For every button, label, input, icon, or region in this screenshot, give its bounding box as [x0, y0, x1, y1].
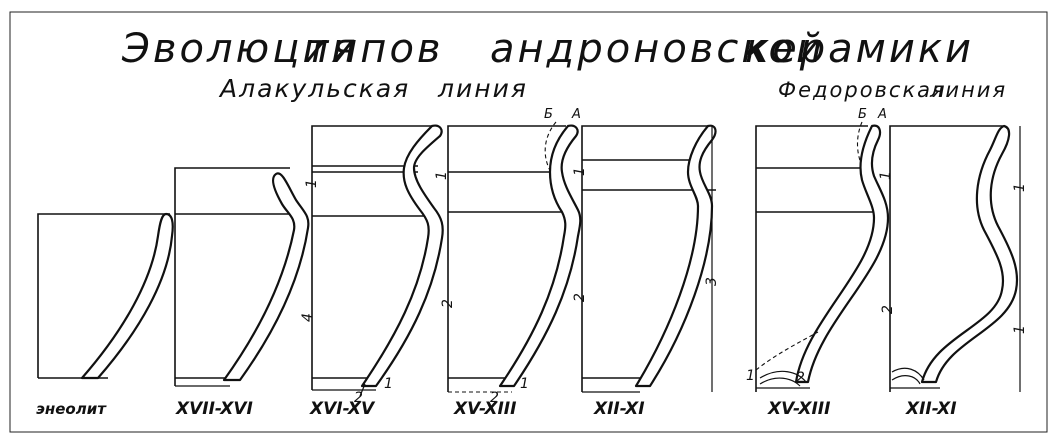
period-label-4: XV-XIII [453, 399, 516, 419]
vessel-1-wall [80, 212, 174, 380]
vessel-5-outline [581, 125, 710, 392]
vessel-xvi-xv [311, 124, 444, 397]
label-variant-b: Б [544, 107, 553, 122]
label-v3-body: 2 [440, 299, 456, 308]
label-v6-base2: 2 [796, 370, 805, 386]
label-v5-body: 3 [704, 277, 720, 286]
period-label-1: энеолит [36, 400, 107, 418]
period-label-6: XV-XIII [767, 399, 830, 419]
vessel-5-wall [634, 124, 717, 388]
label-v7-rim: 1 [1012, 183, 1028, 192]
vessel-1-outline [37, 213, 170, 378]
vessel-xii-xi-alakul [581, 124, 717, 393]
label-v2-side: 4 [300, 313, 316, 322]
title-word-2: типов [305, 26, 444, 72]
outer-border [9, 11, 1048, 433]
alakul-line-heading-word2: линия [437, 74, 528, 103]
vessel-7-outline [889, 125, 1004, 392]
vessel-4-wall [498, 124, 582, 388]
period-label-5: XII-XI [593, 399, 645, 419]
label-v4-body: 2 [572, 293, 588, 302]
vessel-6-base-arc-2 [759, 377, 801, 387]
vessel-3-outline [311, 125, 432, 390]
vessel-6-base-arc [759, 370, 807, 383]
vessel-6-base-dashed-arc [755, 331, 819, 371]
fedorov-line-heading: Федоровская [778, 78, 947, 102]
alakul-line-heading: Алакульская [218, 74, 410, 103]
label-v6-body: 2 [880, 305, 896, 314]
label-v6-rim: 1 [878, 171, 894, 180]
fedorov-line-heading-word2: линия [929, 78, 1007, 102]
title-word-1: Эволюция [121, 26, 359, 72]
vessel-xvii-xvi [174, 167, 310, 387]
label-v4-rim: 1 [434, 171, 450, 180]
vessel-7-base-arc-2 [891, 375, 921, 385]
title-word-4: керамики [745, 26, 974, 72]
label-v3-base2: 2 [354, 390, 363, 406]
vessel-2-outline [174, 167, 290, 386]
vessel-6-outline [755, 125, 868, 392]
vessel-eneolithic [37, 212, 174, 380]
vessel-3-base-tick [359, 383, 366, 397]
vessel-4-outline [447, 125, 566, 392]
label-v5-rim: 1 [572, 167, 588, 176]
label-variant-b-fedorov: Б [858, 107, 867, 122]
label-v4-base: 1 [520, 376, 529, 392]
label-v3-rim: 1 [304, 179, 320, 188]
period-label-2: XVII-XVI [175, 399, 253, 419]
label-v6-base-left: 1 [746, 368, 755, 384]
period-label-3: XVI-XV [309, 399, 376, 419]
label-variant-a-fedorov: А [877, 107, 887, 122]
vessel-xv-xiii-alakul [447, 121, 582, 393]
vessel-xv-xiii-fedorov [755, 121, 890, 392]
vessel-7-base-arc [891, 367, 925, 381]
vessel-3-wall [360, 124, 444, 388]
title-word-3: андроновской [490, 26, 825, 72]
label-variant-a: А [571, 107, 581, 122]
period-label-7: XII-XI [905, 399, 957, 419]
label-v4-base2: 2 [490, 390, 499, 406]
label-v7-body: 1 [1012, 325, 1028, 334]
vessel-7-wall [920, 124, 1019, 384]
vessel-xii-xi-fedorov [889, 124, 1021, 392]
vessel-2-wall [222, 172, 310, 382]
label-v3-base: 1 [384, 376, 393, 392]
vessel-6-wall [794, 124, 890, 384]
